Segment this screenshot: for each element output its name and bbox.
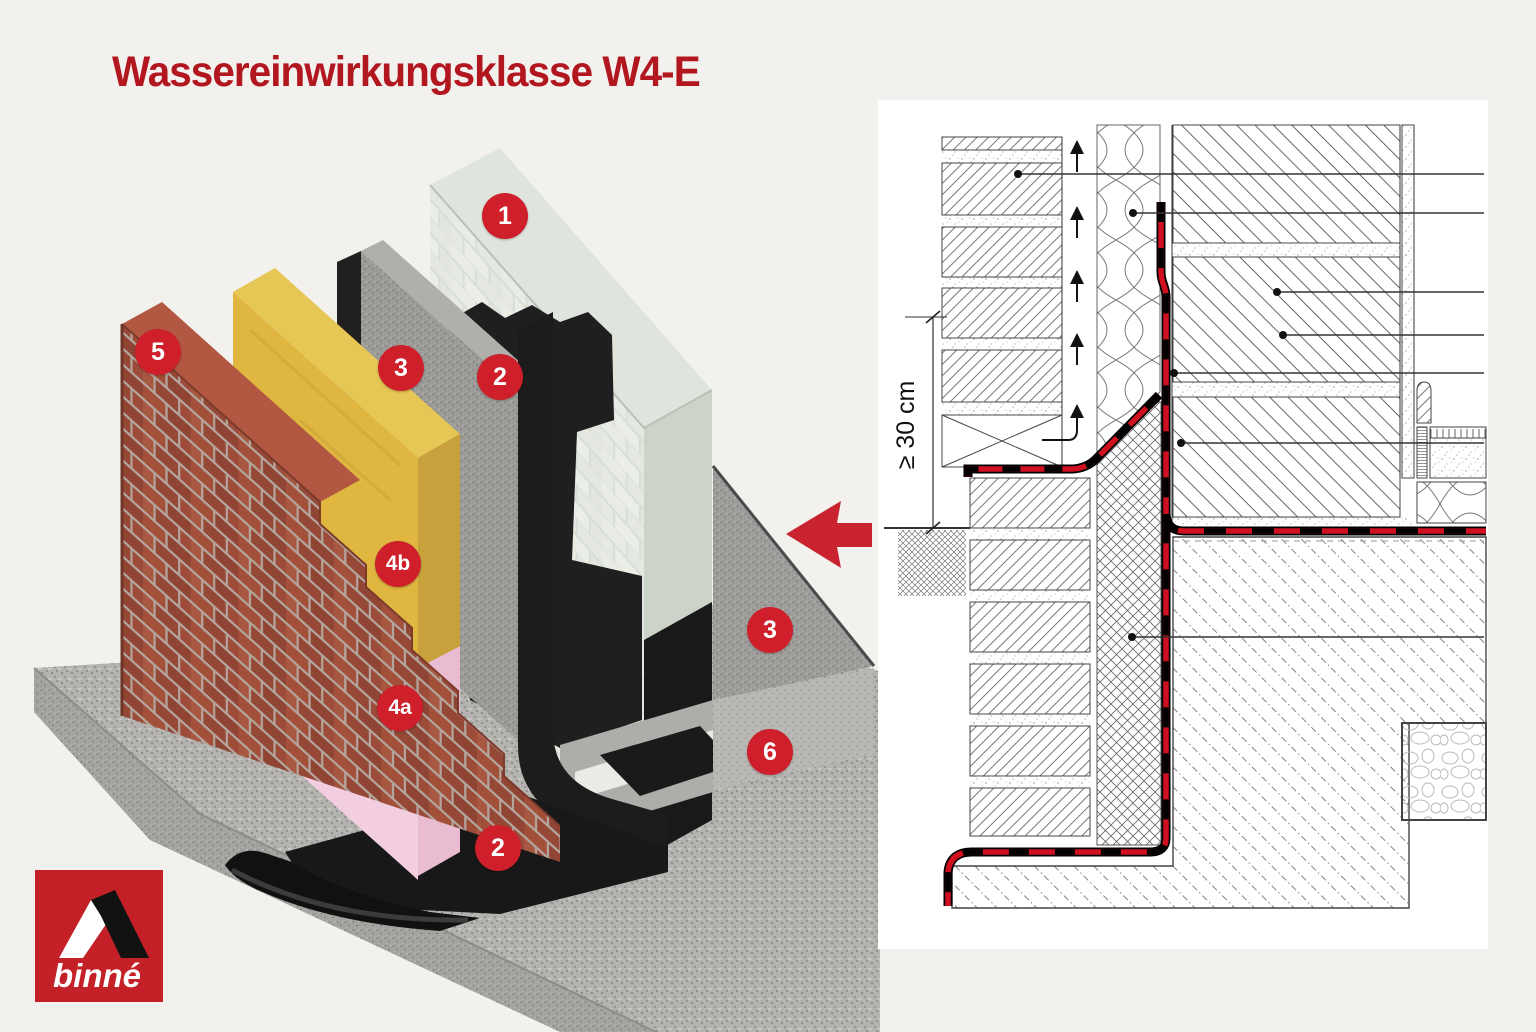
facing-brick-section — [941, 136, 1063, 468]
floor-buildup — [1416, 381, 1487, 524]
membrane-base-flashing — [963, 391, 1163, 477]
section-drawing-panel: ≥ 30 cm — [878, 100, 1488, 949]
membrane-floor-branch — [1161, 513, 1486, 536]
binne-logo: binné — [35, 870, 163, 1002]
ground-level — [884, 527, 970, 596]
badge-4a: 4a — [377, 685, 423, 731]
badge-2-base: 2 — [475, 825, 521, 871]
badge-4b: 4b — [375, 541, 421, 587]
logo-text: binné — [53, 957, 141, 994]
waterproofing-membrane — [943, 202, 1486, 906]
logo-mark-black — [91, 890, 149, 958]
screed — [1429, 437, 1487, 479]
callout-leaders — [1014, 170, 1484, 641]
below-ground-masonry — [969, 477, 1091, 837]
section-drawing: ≥ 30 cm — [878, 100, 1488, 949]
impact-insulation — [1416, 481, 1487, 524]
badge-3-plaster: 3 — [747, 607, 793, 653]
skirting — [1416, 381, 1432, 424]
plaster-wedge — [711, 465, 876, 700]
gravel-fill — [1401, 722, 1487, 821]
badge-5: 5 — [135, 329, 181, 375]
perimeter-insulation — [1096, 401, 1162, 846]
badge-1: 1 — [482, 193, 528, 239]
dimension-30cm: ≥ 30 cm — [892, 310, 947, 535]
badge-3: 3 — [378, 345, 424, 391]
arrow-left-icon — [786, 501, 872, 568]
airflow-arrows — [1042, 140, 1084, 441]
cavity-insulation — [1096, 124, 1161, 455]
facing-brick-wall — [120, 302, 561, 862]
dimension-label: ≥ 30 cm — [892, 381, 920, 470]
badge-6: 6 — [747, 729, 793, 775]
concrete-foundation — [951, 536, 1487, 909]
page-title: Wassereinwirkungsklasse W4-E — [112, 48, 701, 96]
interior-wall-section — [1172, 124, 1415, 530]
logo-mark-white — [59, 900, 113, 958]
badge-2: 2 — [477, 354, 523, 400]
floor-tiles — [1429, 426, 1487, 439]
edge-lines — [1061, 125, 1415, 530]
